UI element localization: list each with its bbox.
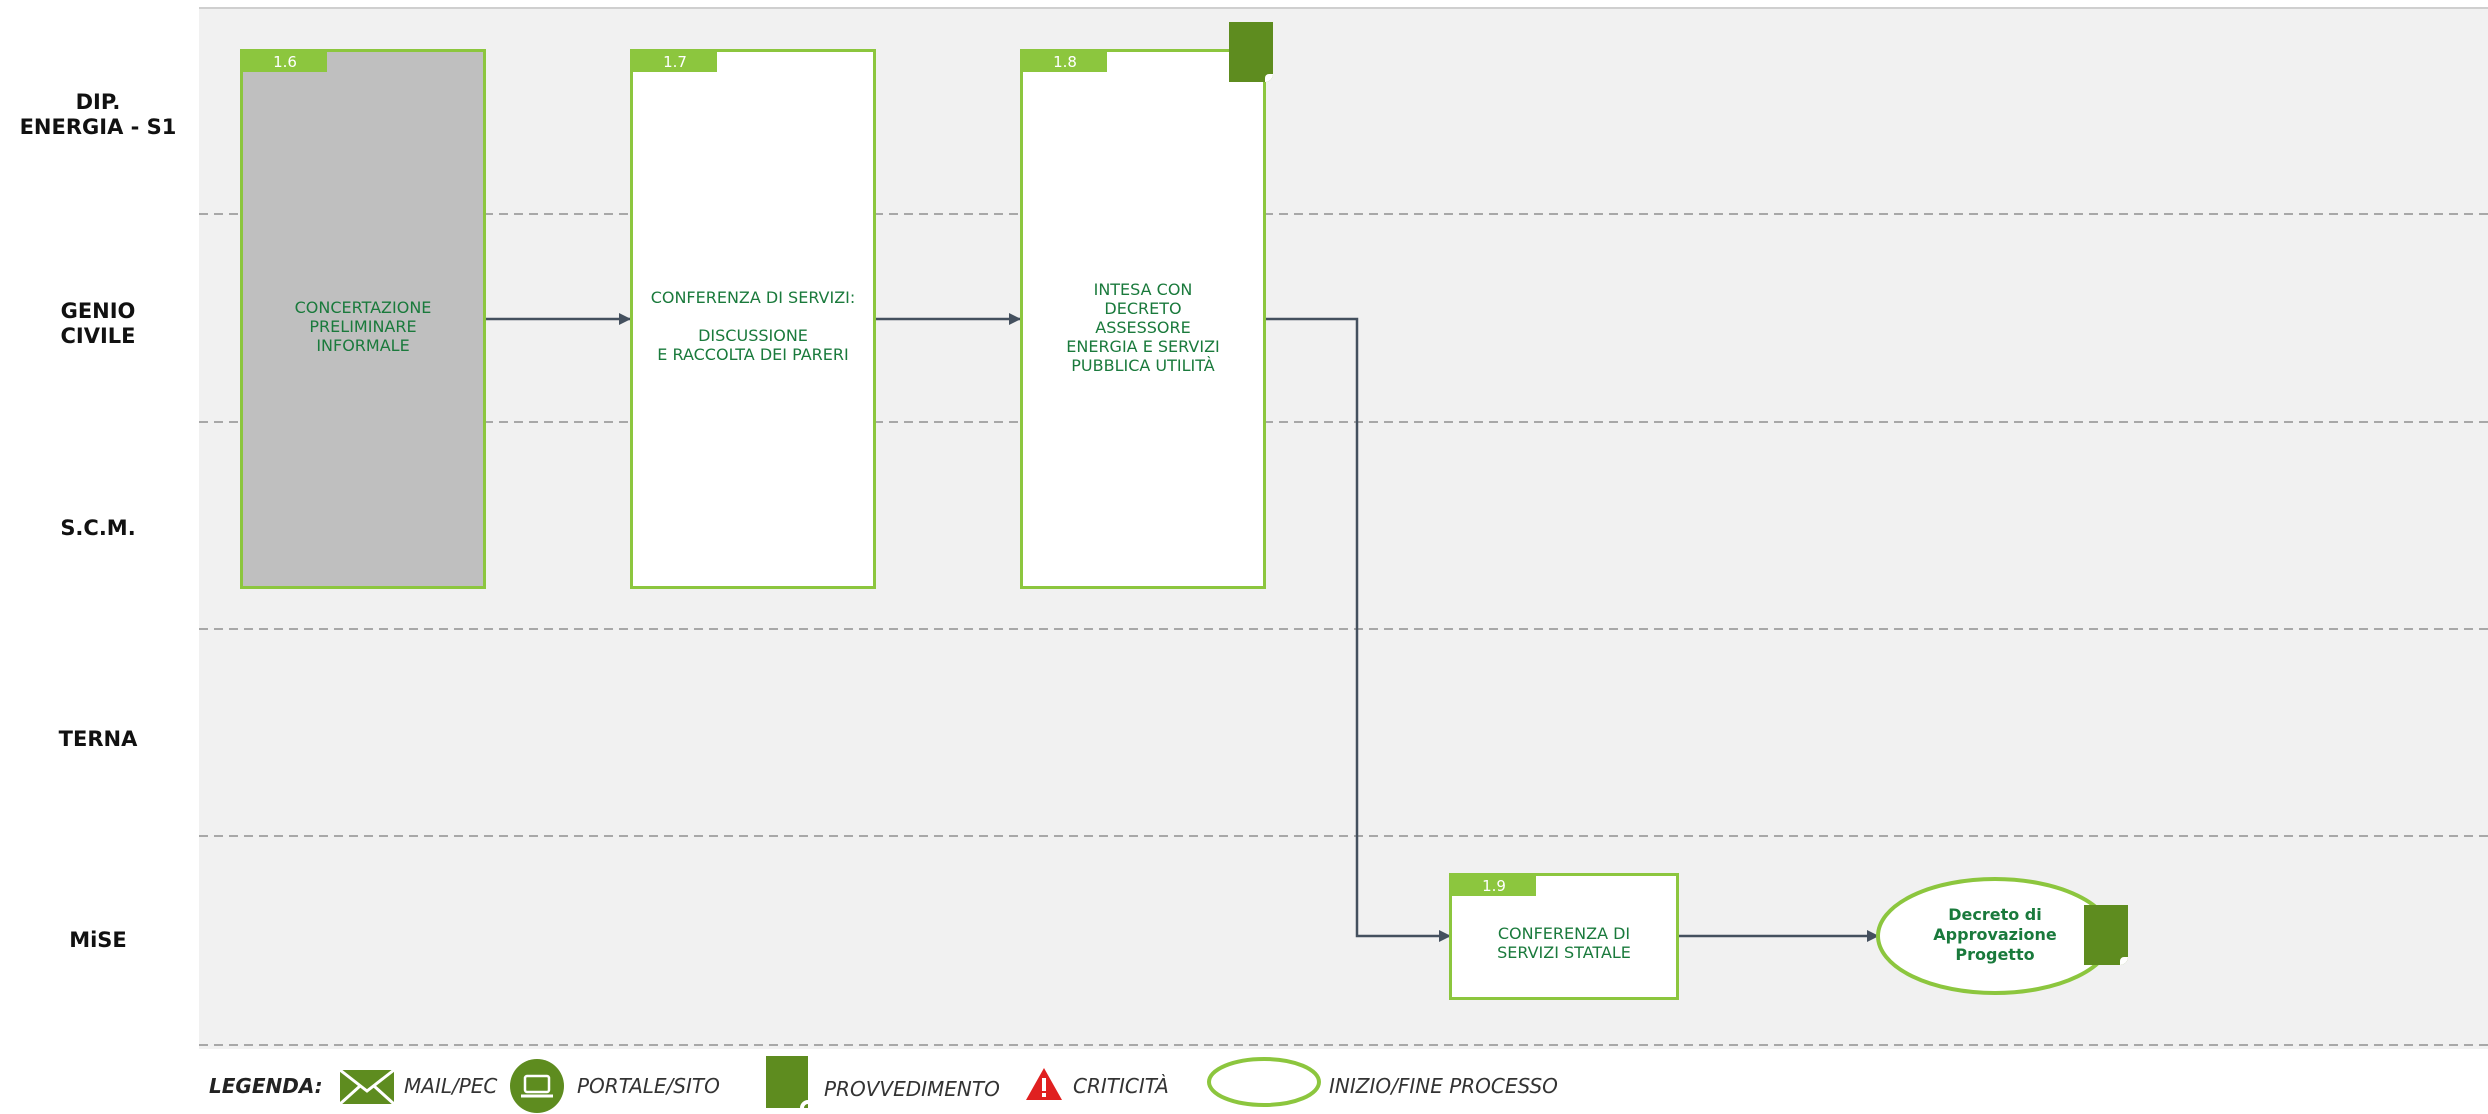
step-1-8-intesa-decreto[interactable]: 1.8 INTESA CON DECRETO ASSESSORE ENERGIA… bbox=[1020, 49, 1266, 589]
legend-label-inizio-fine: INIZIO/FINE PROCESSO bbox=[1329, 1074, 1558, 1098]
document-icon bbox=[1229, 22, 1273, 82]
lane-label-dip-energia: DIP. ENERGIA - S1 bbox=[19, 90, 177, 139]
swimlane-area bbox=[199, 7, 2488, 1049]
laptop-icon bbox=[510, 1059, 564, 1113]
connector-1-8-to-1-9 bbox=[1266, 317, 1451, 942]
legend-title: LEGENDA: bbox=[209, 1074, 323, 1098]
step-label: CONFERENZA DI SERVIZI: DISCUSSIONE E RAC… bbox=[650, 288, 856, 364]
legend-label-provvedimento: PROVVEDIMENTO bbox=[824, 1077, 1000, 1101]
legend-label-criticita: CRITICITÀ bbox=[1073, 1074, 1169, 1098]
warning-icon bbox=[1026, 1068, 1062, 1100]
step-number: 1.9 bbox=[1452, 876, 1536, 896]
legend-label-mail: MAIL/PEC bbox=[404, 1074, 498, 1098]
legend-label-portale: PORTALE/SITO bbox=[577, 1074, 720, 1098]
end-event-label: Decreto di Approvazione Progetto bbox=[1933, 905, 2057, 964]
step-1-7-conferenza-servizi[interactable]: 1.7 CONFERENZA DI SERVIZI: DISCUSSIONE E… bbox=[630, 49, 876, 589]
ellipse-icon bbox=[1207, 1057, 1321, 1107]
document-icon bbox=[766, 1056, 808, 1108]
step-number: 1.6 bbox=[243, 52, 327, 72]
step-1-9-conferenza-statale[interactable]: 1.9 CONFERENZA DI SERVIZI STATALE bbox=[1449, 873, 1679, 1000]
step-number: 1.7 bbox=[633, 52, 717, 72]
mail-icon bbox=[339, 1069, 395, 1105]
step-number: 1.8 bbox=[1023, 52, 1107, 72]
lane-label-terna: TERNA bbox=[58, 727, 138, 751]
lane-label-mise: MiSE bbox=[69, 928, 127, 952]
step-label: CONCERTAZIONE PRELIMINARE INFORMALE bbox=[294, 298, 432, 355]
lane-label-scm: S.C.M. bbox=[60, 516, 136, 540]
step-label: CONFERENZA DI SERVIZI STATALE bbox=[1497, 924, 1631, 962]
step-label: INTESA CON DECRETO ASSESSORE ENERGIA E S… bbox=[1066, 280, 1220, 375]
lane-label-genio-civile: GENIO CIVILE bbox=[60, 299, 136, 348]
document-icon bbox=[2084, 905, 2128, 965]
step-1-6-concertazione[interactable]: 1.6 CONCERTAZIONE PRELIMINARE INFORMALE bbox=[240, 49, 486, 589]
